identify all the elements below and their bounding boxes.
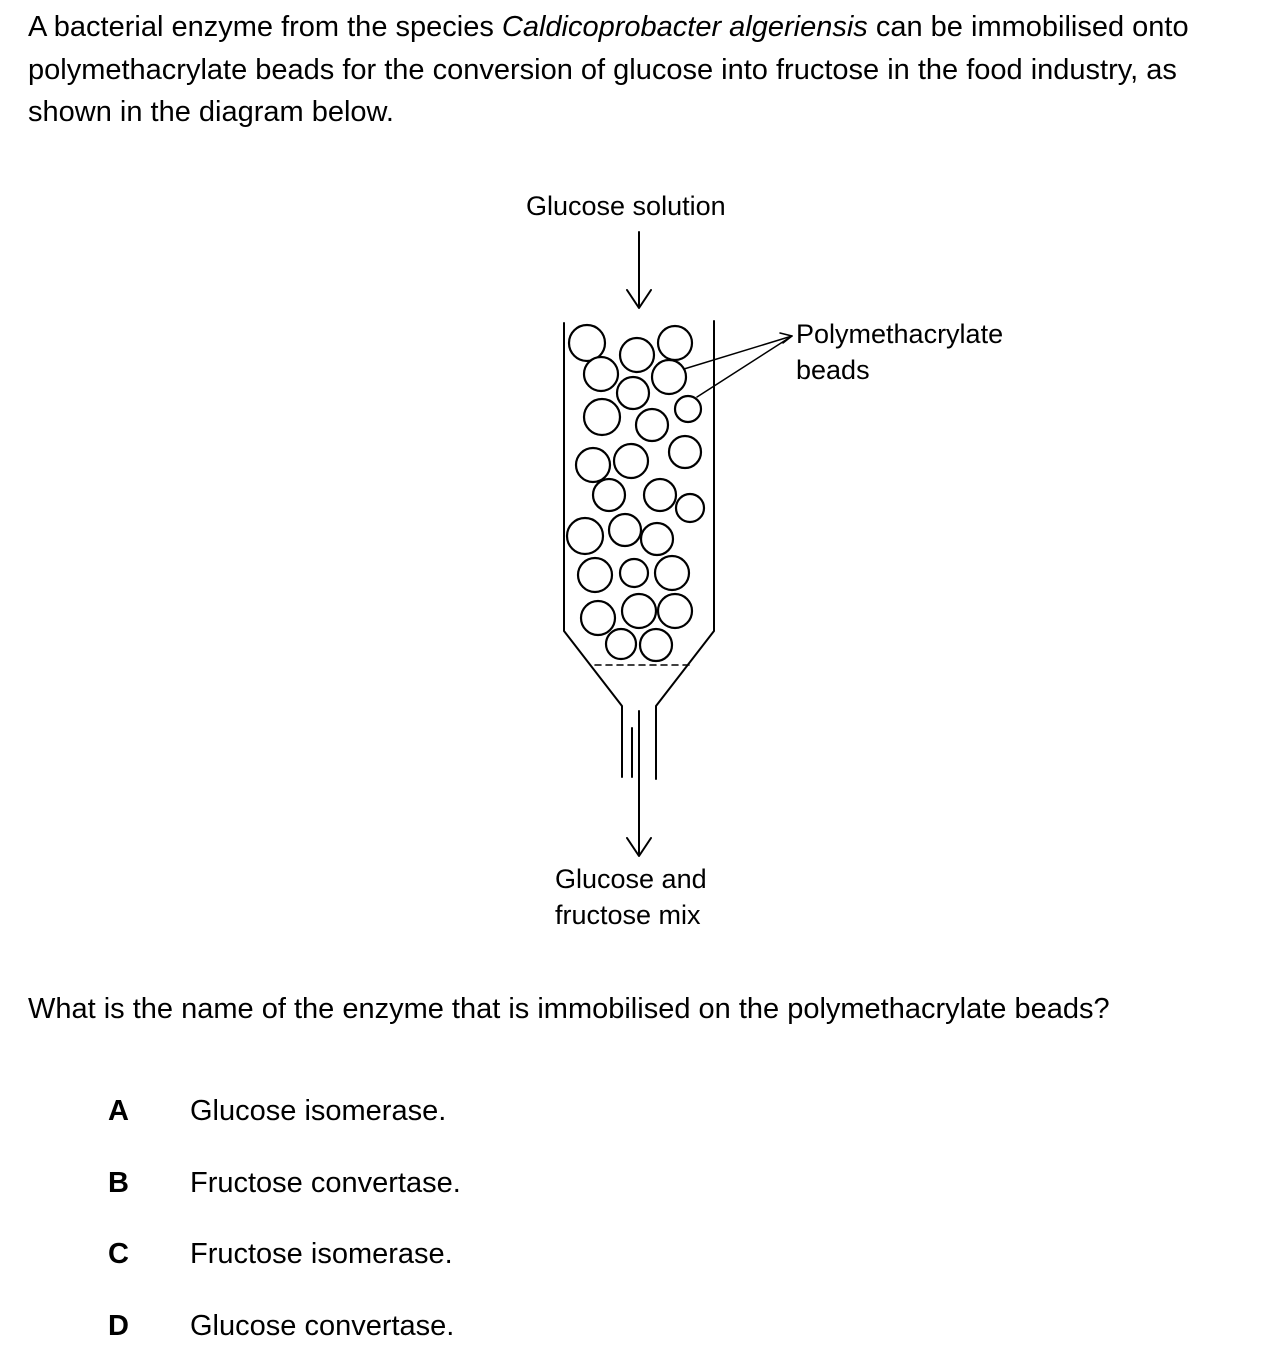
output-label-line-1: Glucose and: [555, 864, 707, 894]
question-stem: A bacterial enzyme from the species Cald…: [28, 6, 1258, 134]
option-text: Glucose isomerase.: [190, 1095, 447, 1127]
glucose-solution-label: Glucose solution: [526, 191, 726, 221]
bead: [653, 554, 691, 592]
option-letter: B: [108, 1167, 129, 1199]
output-label-line-2: fructose mix: [555, 900, 701, 930]
bead: [639, 521, 675, 557]
column-left-wall: [563, 322, 623, 778]
bead: [607, 512, 643, 548]
bead: [582, 397, 622, 437]
bead: [567, 323, 607, 363]
bead: [618, 336, 656, 374]
output-mix-label: Glucose and fructose mix: [555, 861, 707, 933]
bead: [667, 434, 703, 470]
bead: [612, 442, 650, 480]
option-text: Glucose convertase.: [190, 1310, 455, 1342]
bead: [576, 556, 614, 594]
stem-text-end: can be immobilised onto polymethacrylate…: [28, 11, 1189, 128]
bead: [620, 592, 658, 630]
bead: [674, 492, 706, 524]
bead: [656, 324, 694, 362]
polymethacrylate-beads: [565, 323, 706, 663]
bead: [615, 375, 651, 411]
bead: [565, 516, 605, 556]
beads-leader-arrowhead: [779, 332, 793, 344]
option-letter: A: [108, 1095, 129, 1127]
bead: [650, 358, 688, 396]
bead: [618, 557, 650, 589]
bead: [634, 407, 670, 443]
question-text: What is the name of the enzyme that is i…: [28, 993, 1110, 1025]
bead: [656, 592, 694, 630]
beads-label-line-1: Polymethacrylate: [796, 319, 1004, 349]
input-arrow-head: [626, 289, 652, 309]
bead: [604, 627, 638, 661]
output-arrow-head: [626, 837, 652, 857]
stem-text-start: A bacterial enzyme from the species: [28, 11, 502, 43]
bead: [638, 627, 674, 663]
bead: [582, 355, 620, 393]
species-name: Caldicoprobacter algeriensis: [501, 11, 868, 43]
beads-label-line-2: beads: [796, 355, 870, 385]
bead: [579, 599, 617, 637]
bead: [673, 394, 703, 424]
beads-leader-line-1: [683, 335, 793, 370]
beads-leader-line-2: [696, 335, 793, 398]
column-right-wall: [655, 320, 715, 780]
beads-label: Polymethacrylate beads: [796, 316, 1003, 388]
bead: [591, 477, 627, 513]
option-text: Fructose convertase.: [190, 1167, 461, 1199]
bead: [574, 446, 612, 484]
bead: [642, 477, 678, 513]
option-letter: C: [108, 1238, 129, 1270]
option-text: Fructose isomerase.: [190, 1238, 453, 1270]
option-letter: D: [108, 1310, 129, 1342]
